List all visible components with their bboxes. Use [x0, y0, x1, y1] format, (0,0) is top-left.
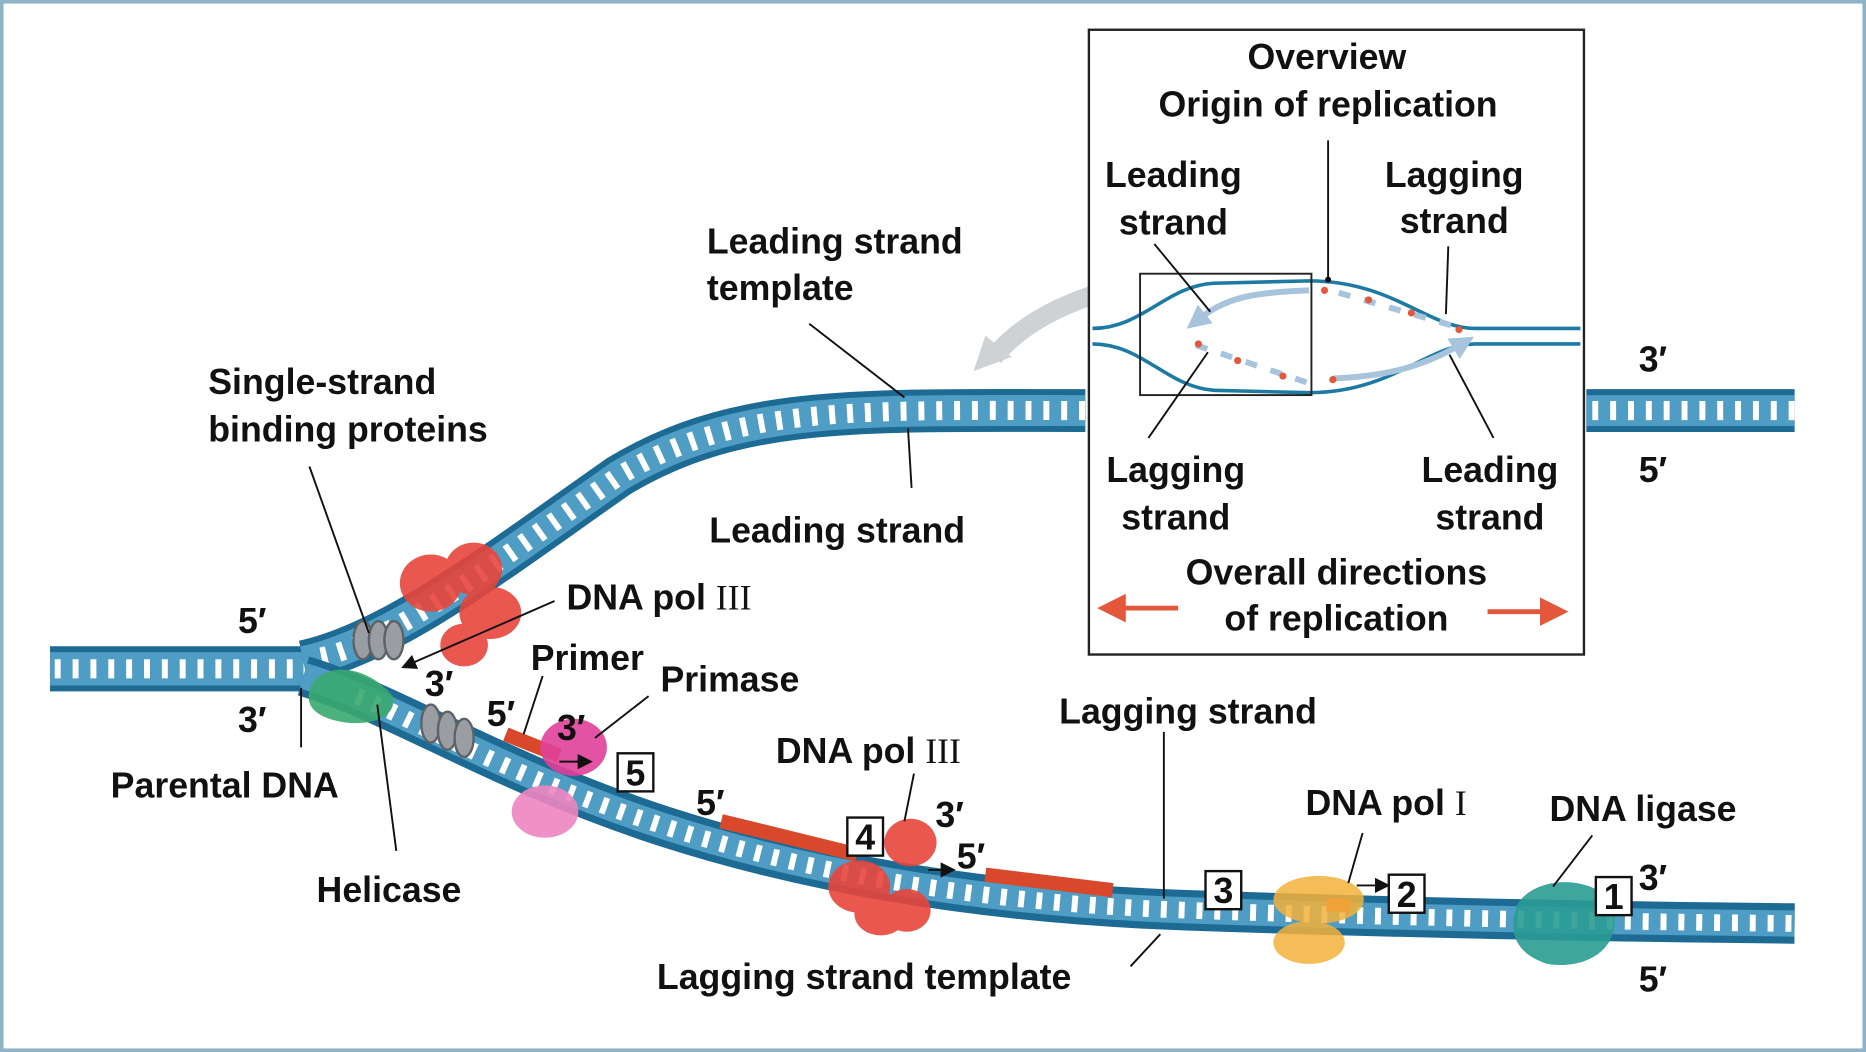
end-5prime: 5′	[696, 783, 724, 823]
dna-pol-i-protein	[1273, 875, 1364, 964]
ssb-label: Single-strand	[208, 362, 436, 402]
end-3prime: 3′	[425, 664, 453, 704]
leading-arrow-left	[1186, 287, 1310, 329]
inset-lagging-right-2: strand	[1400, 201, 1509, 241]
leading-template-label-2: template	[707, 268, 854, 308]
end-3prime: 3′	[1639, 339, 1667, 379]
end-5prime: 5′	[1639, 959, 1667, 999]
okazaki-primer	[984, 867, 1114, 898]
leading-strand-duplex	[298, 389, 1086, 683]
step-5: 5	[626, 753, 646, 793]
directions-label-2: of replication	[1224, 599, 1448, 639]
lagging-fragments-right	[1337, 289, 1459, 331]
leading-template-label: Leading strand	[707, 221, 963, 261]
dna-ligase-label: DNA ligase	[1549, 789, 1736, 829]
leader-lines	[300, 322, 1594, 967]
inset-leading-right: Leading	[1422, 450, 1559, 490]
end-5prime: 5′	[238, 601, 266, 641]
ssb-label-2: binding proteins	[208, 410, 488, 450]
end-5prime: 5′	[957, 837, 985, 877]
zoom-region-box	[1139, 272, 1313, 397]
helicase-label: Helicase	[317, 870, 462, 910]
dna-ligase-protein	[1513, 882, 1615, 966]
leading-strand-label: Leading strand	[709, 511, 965, 551]
parental-dna-label: Parental DNA	[111, 765, 339, 805]
inset-lagging-left: Lagging	[1106, 450, 1245, 490]
primase-label: Primase	[660, 659, 799, 699]
overview-title: Overview	[1248, 37, 1407, 77]
end-5prime: 5′	[1639, 450, 1667, 490]
dna-pol-i-label: DNA pol I	[1305, 783, 1466, 823]
inset-lagging-left-2: strand	[1121, 498, 1230, 538]
origin-label: Origin of replication	[1159, 85, 1498, 125]
step-3: 3	[1213, 871, 1233, 911]
end-3prime: 3′	[557, 708, 585, 748]
labels: Leading strand template Leading strand S…	[111, 221, 1737, 999]
lagging-template-label: Lagging strand template	[657, 957, 1071, 997]
zoom-arrow-head	[973, 335, 1012, 372]
okazaki-primer	[719, 814, 859, 862]
dna-pol-iii-lagging	[828, 818, 937, 936]
dna-pol-iii-top-label: DNA pol III	[566, 577, 751, 617]
directions-label: Overall directions	[1186, 552, 1487, 592]
dna-pol-iii-bottom-label: DNA pol III	[776, 731, 961, 771]
lagging-strand-label: Lagging strand	[1059, 692, 1317, 732]
step-2: 2	[1397, 875, 1417, 915]
inset-leading-left: Leading	[1105, 155, 1242, 195]
primer-label: Primer	[531, 638, 644, 678]
step-1: 1	[1604, 877, 1624, 917]
inset-leading-left-2: strand	[1119, 202, 1228, 242]
step-4: 4	[855, 818, 875, 858]
helicase-protein	[308, 669, 394, 724]
end-5prime: 5′	[487, 694, 515, 734]
inset-leading-right-2: strand	[1435, 498, 1544, 538]
end-3prime: 3′	[1639, 858, 1667, 898]
inset-lagging-right: Lagging	[1385, 155, 1524, 195]
end-3prime: 3′	[238, 700, 266, 740]
step-markers: 1 2 3 4 5	[616, 752, 1633, 917]
leading-arrow-right	[1332, 336, 1474, 382]
lagging-fragments-left	[1195, 342, 1311, 387]
end-3prime: 3′	[935, 795, 963, 835]
overview-panel: Overview Origin of replication Leading s…	[1087, 28, 1586, 656]
